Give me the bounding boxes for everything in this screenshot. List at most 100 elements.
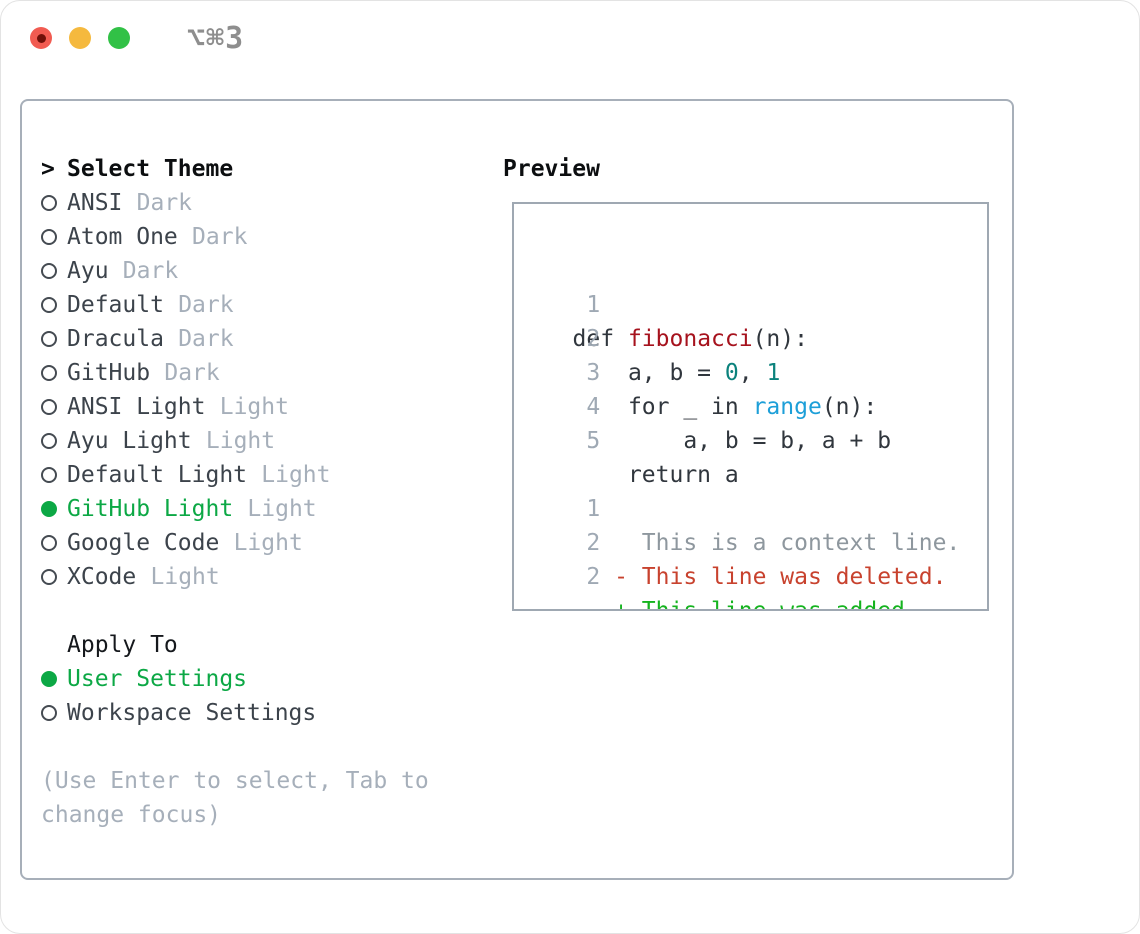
- radio-icon: [41, 569, 57, 585]
- radio-icon: [41, 399, 57, 415]
- preview-line: 1 This is a context line.: [531, 458, 987, 556]
- minimize-button[interactable]: [69, 27, 91, 49]
- code-token: def: [558, 326, 628, 352]
- theme-option[interactable]: Google Code Light: [41, 526, 503, 560]
- spacer: [41, 594, 503, 628]
- zoom-button[interactable]: [108, 27, 130, 49]
- preview-line: 5 return a: [531, 390, 987, 488]
- titlebar: ⌥⌘3: [1, 1, 1139, 75]
- marker-col: [41, 220, 67, 254]
- theme-option[interactable]: Dracula Dark: [41, 322, 503, 356]
- theme-variant: Light: [247, 496, 317, 522]
- theme-variant: Light: [205, 428, 276, 454]
- selection-column: > Select Theme ANSI Dark Atom One Dark A…: [41, 152, 503, 878]
- code-token: return a: [558, 462, 739, 488]
- theme-option[interactable]: GitHub Light Light: [41, 492, 503, 526]
- radio-icon: [41, 705, 57, 721]
- code-token: 0: [724, 360, 739, 386]
- radio-icon: [41, 297, 57, 313]
- prompt-caret-icon: >: [41, 156, 55, 182]
- theme-name: Default Light: [67, 462, 248, 488]
- radio-icon: [41, 535, 57, 551]
- marker-col: [41, 322, 67, 356]
- theme-name: Default: [67, 292, 164, 318]
- marker-col: [41, 526, 67, 560]
- code-token: fibonacci: [627, 326, 753, 352]
- window-title: ⌥⌘3: [187, 20, 245, 56]
- code-token: for _ in: [558, 394, 753, 420]
- marker-col: [41, 390, 67, 424]
- marker-col: [41, 492, 67, 526]
- radio-icon: [41, 467, 57, 483]
- line-number: 1: [586, 496, 601, 522]
- marker-col: [41, 186, 67, 220]
- preview-box: 1 def fibonacci(n): 2 a, b = 0, 1 3 for …: [512, 202, 989, 611]
- theme-option[interactable]: Atom One Dark: [41, 220, 503, 254]
- theme-picker-panel: > Select Theme ANSI Dark Atom One Dark A…: [20, 99, 1014, 880]
- theme-name: ANSI Light: [67, 394, 206, 420]
- theme-option[interactable]: Default Dark: [41, 288, 503, 322]
- theme-variant: Dark: [164, 360, 220, 386]
- marker-col: [41, 254, 67, 288]
- theme-variant: Dark: [122, 258, 179, 284]
- apply-option[interactable]: User Settings: [41, 662, 503, 696]
- preview-line: 2 a, b = 0, 1: [531, 288, 987, 386]
- code-token: + This line was added.: [558, 598, 919, 611]
- preview-header: Preview: [503, 156, 600, 182]
- theme-name: Google Code: [67, 530, 220, 556]
- theme-option[interactable]: ANSI Dark: [41, 186, 503, 220]
- apply-to-header: Apply To: [67, 632, 178, 658]
- theme-list: ANSI Dark Atom One Dark Ayu Dark Default…: [41, 186, 503, 594]
- line-number: 3: [586, 360, 601, 386]
- theme-option[interactable]: XCode Light: [41, 560, 503, 594]
- marker-col: [41, 356, 67, 390]
- theme-option[interactable]: Default Light Light: [41, 458, 503, 492]
- theme-variant: Dark: [178, 292, 234, 318]
- theme-name: XCode: [67, 564, 137, 590]
- preview-line: 3 for _ in range(n):: [531, 322, 987, 420]
- line-number: 1: [586, 292, 601, 318]
- marker-col: [41, 560, 67, 594]
- theme-option[interactable]: Ayu Dark: [41, 254, 503, 288]
- theme-name: Dracula: [67, 326, 164, 352]
- marker-col: [41, 458, 67, 492]
- line-number: 2: [586, 326, 601, 352]
- line-number: 2: [586, 530, 601, 556]
- code-token: This is a context line.: [558, 530, 961, 556]
- theme-variant: Light: [261, 462, 331, 488]
- code-token: a, b =: [558, 360, 725, 386]
- preview-column: Preview 1 def fibonacci(n): 2 a, b = 0, …: [503, 152, 1012, 878]
- code-token: a, b = b, a + b: [558, 428, 892, 454]
- theme-option[interactable]: GitHub Dark: [41, 356, 503, 390]
- prompt-col: >: [41, 152, 67, 186]
- select-theme-header-row: > Select Theme: [41, 152, 503, 186]
- marker-col: [41, 288, 67, 322]
- line-number: 5: [586, 428, 601, 454]
- close-button[interactable]: [30, 27, 52, 49]
- radio-icon: [41, 433, 57, 449]
- theme-name: GitHub Light: [67, 496, 234, 522]
- marker-col: [41, 628, 67, 662]
- theme-name: GitHub: [67, 360, 151, 386]
- apply-to-list: User Settings Workspace Settings: [41, 662, 503, 730]
- theme-name: Ayu Light: [67, 428, 192, 454]
- preview-line: 1 def fibonacci(n):: [531, 254, 987, 352]
- theme-variant: Dark: [136, 190, 193, 216]
- theme-variant: Light: [150, 564, 220, 590]
- radio-icon: [41, 263, 57, 279]
- code-token: - This line was deleted.: [558, 564, 947, 590]
- code-token: (n):: [821, 394, 878, 420]
- radio-selected-icon: [41, 501, 57, 517]
- apply-option[interactable]: Workspace Settings: [41, 696, 503, 730]
- theme-option[interactable]: Ayu Light Light: [41, 424, 503, 458]
- radio-selected-icon: [41, 671, 57, 687]
- theme-name: Ayu: [67, 258, 109, 284]
- line-number: 4: [586, 394, 601, 420]
- apply-option-label: Workspace Settings: [67, 700, 317, 726]
- apply-to-header-row: Apply To: [41, 628, 503, 662]
- apply-option-label: User Settings: [67, 666, 248, 692]
- theme-name: ANSI: [67, 190, 123, 216]
- theme-name: Atom One: [67, 224, 178, 250]
- theme-option[interactable]: ANSI Light Light: [41, 390, 503, 424]
